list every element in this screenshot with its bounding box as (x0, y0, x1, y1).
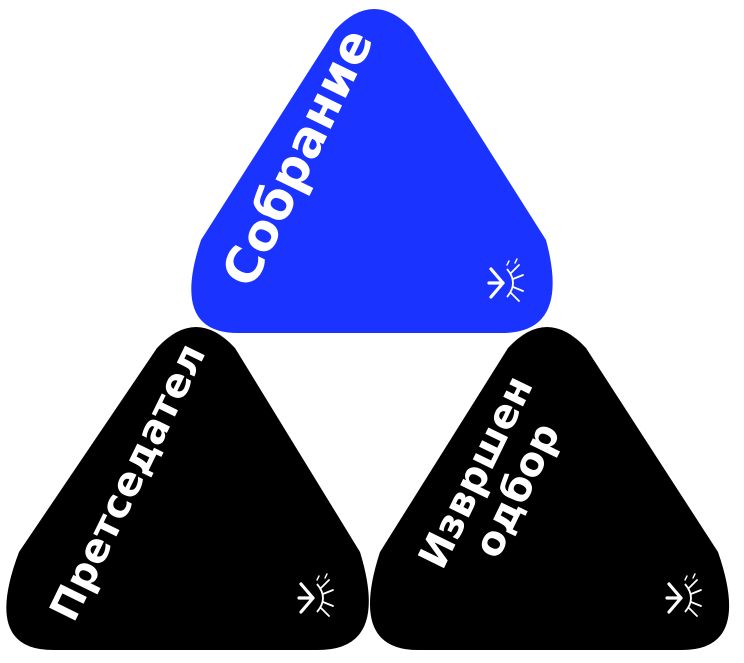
triangle-right (369, 327, 730, 650)
triangle-top (191, 9, 553, 333)
node-izvrshen-odbor: Извршен одбор (369, 327, 730, 650)
node-sobranie: Собрание (191, 9, 553, 333)
node-pretsedatel: Претседател (6, 327, 369, 650)
triangle-left (6, 327, 369, 650)
